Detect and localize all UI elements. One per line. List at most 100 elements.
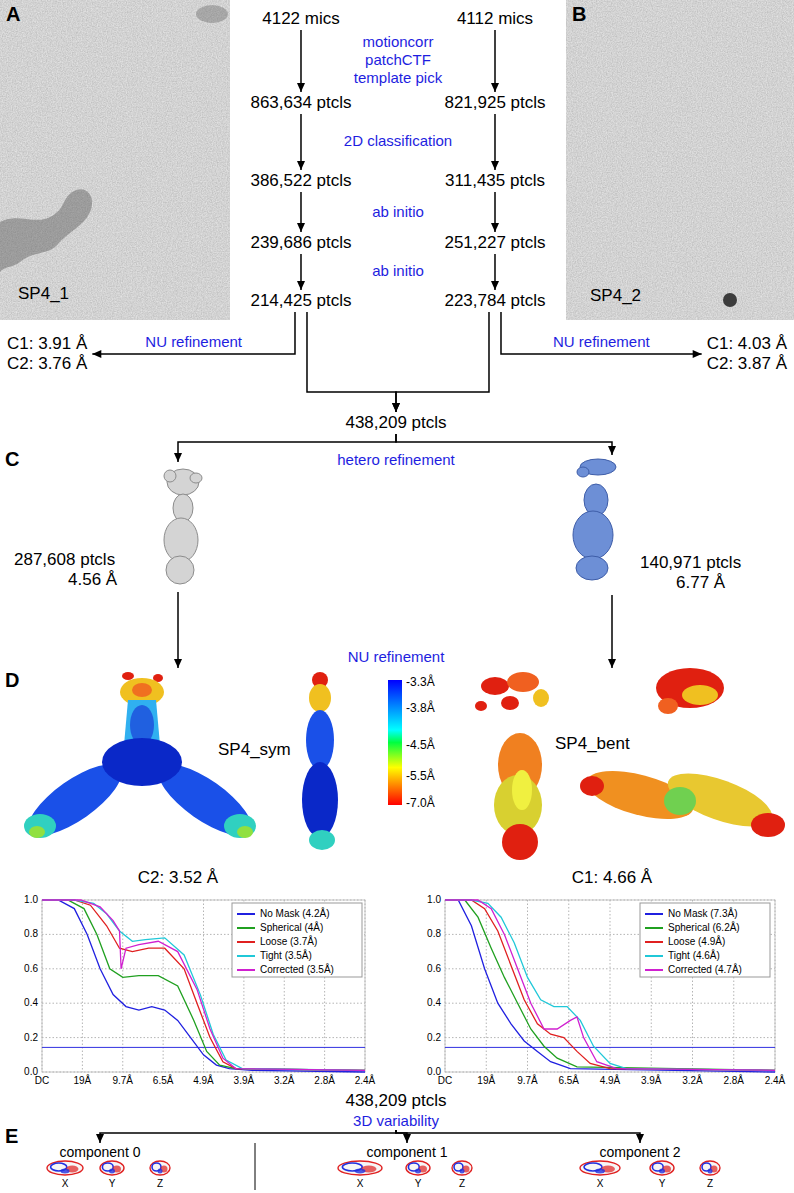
connector-line <box>501 312 702 354</box>
annotation-label: -7.0Å <box>406 796 435 810</box>
annotation-label: hetero refinement <box>337 451 455 469</box>
node-text: 6.77 Å <box>676 573 725 593</box>
connector <box>491 254 499 290</box>
connector <box>491 114 499 170</box>
variability-map <box>158 1169 163 1174</box>
density-map-bent <box>682 685 718 705</box>
density-map-bent <box>507 672 539 692</box>
figure-panel: SP4_2 <box>566 0 794 320</box>
arrow-head <box>491 83 499 92</box>
edge-label: NU refinement <box>145 333 242 351</box>
legend-entry: Loose (3.7Å) <box>237 934 317 947</box>
count-node: 251,227 ptcls <box>441 232 548 254</box>
annotation-label: ab initio <box>372 262 424 280</box>
variability-map <box>595 1169 605 1174</box>
legend-swatch <box>645 955 663 957</box>
annotation-label: 4.9Å <box>193 1075 214 1087</box>
count-node: 438,209 ptcls <box>342 412 449 434</box>
annotation-label: 1.0 <box>427 894 441 906</box>
legend-entry: No Mask (4.2Å) <box>237 906 329 919</box>
annotation-label: DC <box>35 1075 49 1087</box>
variability-map <box>355 1169 366 1174</box>
annotation-label: 0.8 <box>427 928 441 940</box>
grid-line <box>568 900 569 1072</box>
node-text: 386,522 ptcls <box>250 171 351 191</box>
node-text: C2: 3.52 Å <box>138 868 218 888</box>
node-text: 239,686 ptcls <box>250 233 351 253</box>
annotation-label: 0.2 <box>24 1032 38 1044</box>
node-text: 140,971 ptcls <box>640 553 741 573</box>
panel-letter: B <box>572 2 586 26</box>
density-map <box>190 473 202 483</box>
legend-entry: Corrected (4.7Å) <box>645 962 742 975</box>
fsc-curve <box>42 900 365 1070</box>
arrow-head <box>297 223 305 232</box>
density-map-bent <box>580 776 604 796</box>
node-text: C1: 3.91 Å <box>7 334 87 354</box>
legend-entry: Corrected (3.5Å) <box>237 962 334 975</box>
fsc-curve <box>445 900 775 1072</box>
node-text: C1: 4.66 Å <box>572 868 652 888</box>
annotation-label: 4.9Å <box>600 1075 621 1087</box>
variability-map <box>47 1161 83 1175</box>
annotation-label: motioncorr patchCTF template pick <box>342 33 454 87</box>
edge-label: NU refinement <box>553 333 650 351</box>
legend-entry: No Mask (7.3Å) <box>645 906 737 919</box>
legend-swatch <box>237 955 255 957</box>
connector-line <box>611 595 613 668</box>
arrow-head <box>297 83 305 92</box>
legend-entry: Loose (4.9Å) <box>645 934 725 947</box>
node-text: component 1 <box>367 1144 448 1161</box>
panel-letter: E <box>5 1124 18 1148</box>
color-bar <box>388 680 402 805</box>
connector <box>92 312 295 358</box>
connector-line <box>300 30 302 92</box>
panel-letter: A <box>6 2 20 26</box>
color-bar <box>388 680 402 805</box>
connector <box>491 192 499 232</box>
legend-text: No Mask (4.2Å) <box>260 908 329 919</box>
grid-line <box>365 900 366 1072</box>
node-text: C2: 3.76 Å <box>7 354 87 374</box>
annotation-label: Y <box>415 1178 422 1190</box>
count-node: C1: 4.03 ÅC2: 3.87 Å <box>704 333 790 375</box>
annotation-label: 9.7Å <box>517 1075 538 1087</box>
legend-swatch <box>237 969 255 971</box>
fsc-curve <box>42 900 365 1070</box>
density-map <box>573 459 616 580</box>
legend-swatch <box>237 927 255 929</box>
density-map-sym <box>224 814 256 838</box>
connector <box>307 312 400 412</box>
count-node: component 0 <box>57 1143 144 1162</box>
legend-entry: Tight (4.6Å) <box>645 948 720 961</box>
annotation-label: 2.4Å <box>765 1075 786 1087</box>
variability-map <box>109 1169 115 1174</box>
plot-frame <box>42 900 365 1072</box>
count-node: 223,784 ptcls <box>441 290 548 312</box>
count-node: component 1 <box>364 1143 451 1162</box>
threshold-line <box>445 1047 775 1048</box>
separator-line <box>255 1143 256 1190</box>
density-map-bent <box>512 770 532 810</box>
legend-text: Spherical (6.2Å) <box>668 922 740 933</box>
micrograph <box>566 0 794 320</box>
density-map-sym <box>306 710 334 770</box>
legend-entry: Spherical (6.2Å) <box>645 920 740 933</box>
fsc-curve <box>42 900 365 1070</box>
fsc-curve <box>445 900 775 1070</box>
density-map <box>576 556 608 580</box>
density-map-bent <box>533 689 549 707</box>
figure-panel: SP4_symC2: 3.52 Å <box>10 668 380 890</box>
arrow-head <box>174 453 182 462</box>
variability-map <box>47 1161 720 1175</box>
annotation-label: -3.8Å <box>406 701 435 715</box>
legend-text: Spherical (4Å) <box>260 922 323 933</box>
annotation-label: 2.4Å <box>355 1075 376 1087</box>
legend-text: Tight (3.5Å) <box>260 950 312 961</box>
legend-text: No Mask (7.3Å) <box>668 908 737 919</box>
count-node: 821,925 ptcls <box>441 92 548 114</box>
annotation-label: 3.2Å <box>682 1075 703 1087</box>
density-map-bent <box>475 701 487 711</box>
node-text: 4112 mics <box>457 9 533 29</box>
